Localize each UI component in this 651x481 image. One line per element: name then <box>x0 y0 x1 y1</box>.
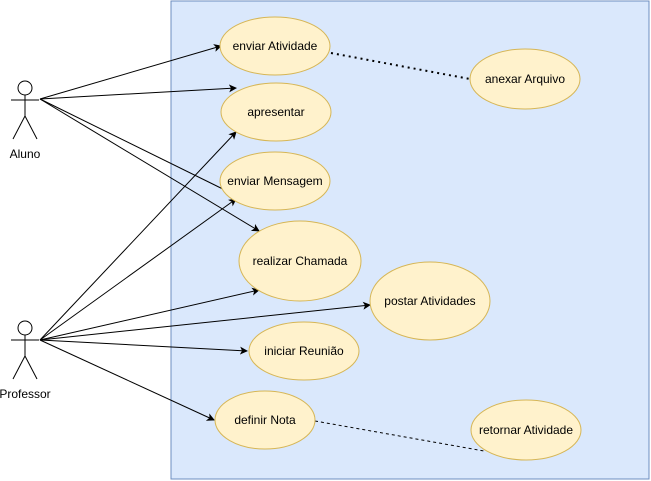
use-case-apresentar-shape <box>220 82 332 142</box>
actor-professor: Professor <box>0 320 51 401</box>
actor-professor-head <box>17 320 33 336</box>
actor-professor-label: Professor <box>0 387 51 401</box>
actor-aluno: Aluno <box>10 80 41 161</box>
association-aluno-apresentar <box>39 84 237 100</box>
use-case-anexar-arquivo-shape <box>469 48 581 110</box>
association-professor-apresentar <box>39 131 237 341</box>
association-professor-definir_nota <box>39 339 215 421</box>
association-aluno-enviar_mensagem <box>39 98 236 196</box>
association-professor-postar_atividades <box>39 301 371 341</box>
use-case-realizar-chamada-label: realizar Chamada <box>253 254 348 268</box>
use-case-apresentar: apresentar <box>220 82 332 142</box>
association-professor-enviar_mensagem <box>39 198 237 341</box>
association-professor-iniciar_reuniao <box>39 339 248 355</box>
actor-aluno-right-leg <box>24 115 38 140</box>
use-case-anexar-arquivo-label: anexar Arquivo <box>485 72 565 86</box>
use-case-apresentar-label: apresentar <box>247 105 304 119</box>
use-case-enviar-mensagem-label: enviar Mensagem <box>227 174 322 188</box>
use-case-iniciar-reuniao-label: iniciar Reunião <box>264 344 344 358</box>
use-case-iniciar-reuniao: iniciar Reunião <box>248 321 360 381</box>
connections-layer <box>39 44 485 452</box>
use-case-postar-atividades-shape <box>369 261 491 341</box>
use-case-enviar-atividade-label: enviar Atividade <box>233 39 318 53</box>
actor-aluno-label: Aluno <box>10 147 41 161</box>
use-case-retornar-atividade: retornar Atividade <box>470 399 582 461</box>
use-case-enviar-mensagem-shape <box>219 151 331 211</box>
use-case-enviar-atividade-shape <box>219 16 331 76</box>
dependency-definir_nota-retornar_atividade <box>314 420 485 452</box>
use-case-realizar-chamada: realizar Chamada <box>238 220 362 302</box>
use-case-definir-nota: definir Nota <box>214 390 316 450</box>
use-case-postar-atividades-label: postar Atividades <box>384 294 475 308</box>
use-case-anexar-arquivo: anexar Arquivo <box>469 48 581 110</box>
use-case-definir-nota-shape <box>214 390 316 450</box>
use-case-realizar-chamada-shape <box>238 220 362 302</box>
use-case-retornar-atividade-label: retornar Atividade <box>479 423 573 437</box>
use-case-definir-nota-label: definir Nota <box>234 413 296 427</box>
use-case-enviar-mensagem: enviar Mensagem <box>219 151 331 211</box>
association-professor-realizar_chamada <box>39 287 260 341</box>
use-case-iniciar-reuniao-shape <box>248 321 360 381</box>
association-aluno-enviar_atividade <box>39 44 222 100</box>
use-case-enviar-atividade: enviar Atividade <box>219 16 331 76</box>
actor-professor-right-leg <box>24 355 38 380</box>
actor-professor-left-leg <box>12 355 26 380</box>
use-case-retornar-atividade-shape <box>470 399 582 461</box>
actor-aluno-head <box>17 80 33 96</box>
use-case-postar-atividades: postar Atividades <box>369 261 491 341</box>
actor-aluno-left-leg <box>12 115 26 140</box>
